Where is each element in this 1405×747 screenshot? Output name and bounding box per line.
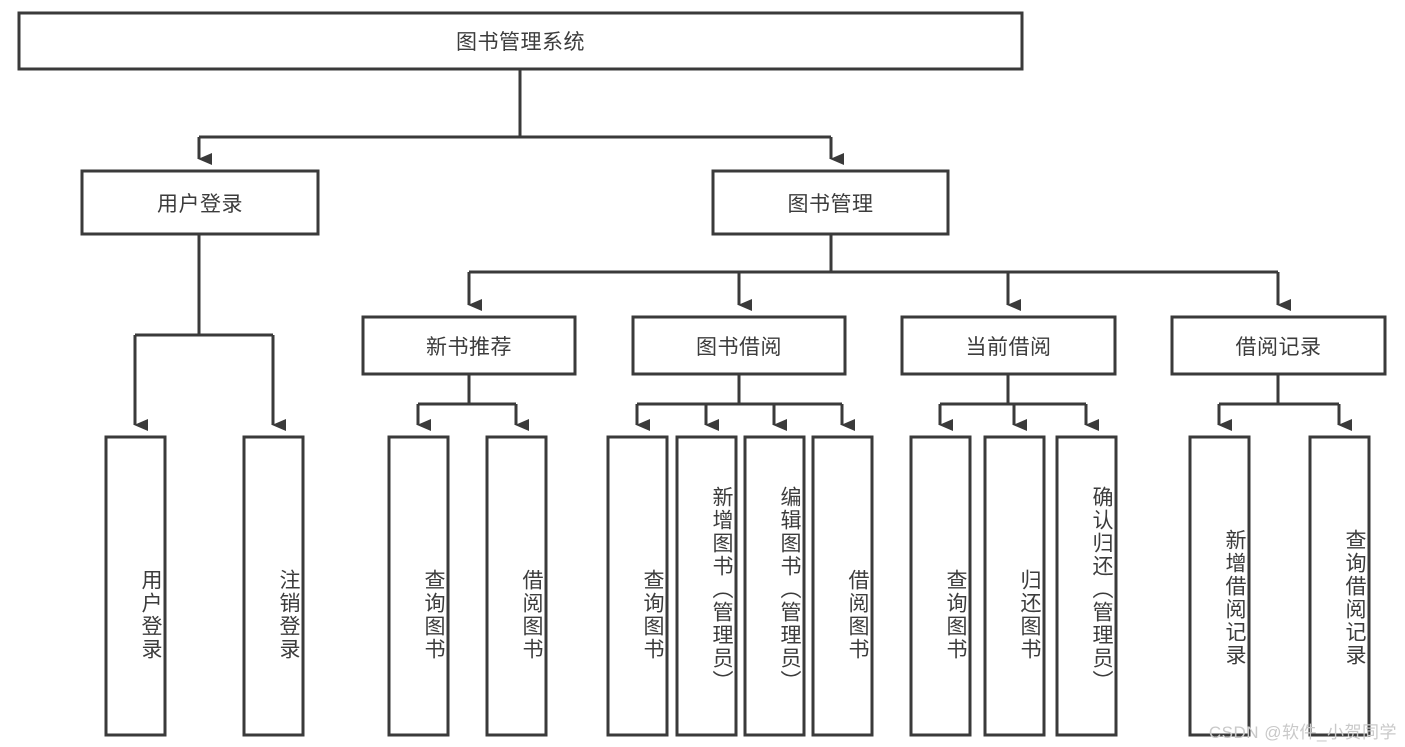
leaf-box-book-borrow-1[interactable]: [675, 435, 738, 737]
leaf-box-current-borrow-2[interactable]: [1055, 435, 1118, 737]
node-box-root[interactable]: [17, 11, 1024, 71]
leaf-box-book-borrow-3[interactable]: [811, 435, 874, 737]
leaf-box-current-borrow-0[interactable]: [909, 435, 972, 737]
leaf-box-new-book-0[interactable]: [387, 435, 450, 737]
leaf-box-book-borrow-0[interactable]: [606, 435, 669, 737]
node-box-new-book[interactable]: [361, 315, 577, 376]
leaf-box-user-login-1[interactable]: [242, 435, 305, 737]
leaf-box-borrow-record-0[interactable]: [1188, 435, 1251, 737]
leaf-box-user-login-0[interactable]: [104, 435, 167, 737]
node-box-book-manage[interactable]: [711, 169, 950, 236]
node-box-borrow-record[interactable]: [1170, 315, 1387, 376]
csdn-watermark: CSDN @软件_小贺同学: [1208, 723, 1397, 742]
leaf-box-borrow-record-1[interactable]: [1308, 435, 1371, 737]
leaf-box-new-book-1[interactable]: [485, 435, 548, 737]
node-box-current-borrow[interactable]: [900, 315, 1117, 376]
leaf-box-book-borrow-2[interactable]: [743, 435, 806, 737]
node-box-book-borrow[interactable]: [631, 315, 847, 376]
leaf-box-current-borrow-1[interactable]: [983, 435, 1046, 737]
node-box-user-login[interactable]: [80, 169, 320, 236]
